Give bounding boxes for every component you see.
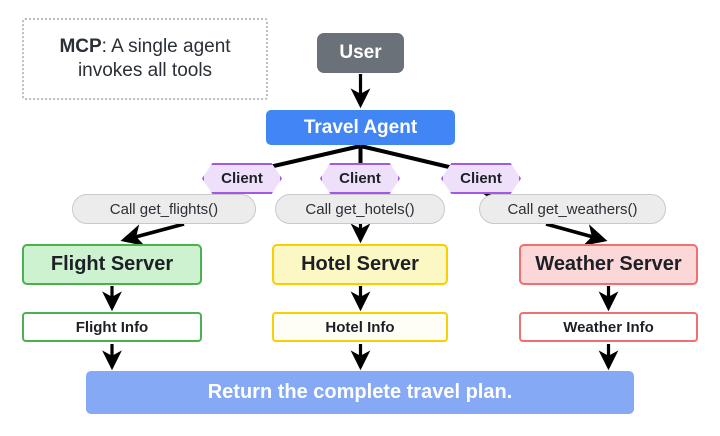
legend-box: MCP: A single agent invokes all tools — [22, 18, 268, 100]
node-client-flights[interactable]: Client — [202, 163, 282, 194]
legend-line-1-rest: : A single agent — [101, 36, 231, 58]
legend-line-2: invokes all tools — [77, 60, 213, 81]
node-travel-agent[interactable]: Travel Agent — [266, 110, 455, 145]
edge-call-3-to-weather-server — [545, 222, 608, 246]
node-user[interactable]: User — [317, 33, 404, 73]
node-client-weathers[interactable]: Client — [441, 163, 521, 194]
edge-call-1-to-flight-server — [120, 222, 185, 246]
node-weather-info[interactable]: Weather Info — [519, 312, 698, 342]
node-hotel-info[interactable]: Hotel Info — [272, 312, 448, 342]
legend-line-1: MCP: A single agent — [59, 35, 230, 59]
node-hotel-server[interactable]: Hotel Server — [272, 244, 448, 285]
node-result-travel-plan[interactable]: Return the complete travel plan. — [86, 371, 634, 414]
node-call-get-flights[interactable]: Call get_flights() — [72, 194, 256, 224]
node-flight-info[interactable]: Flight Info — [22, 312, 202, 342]
node-call-get-weathers[interactable]: Call get_weathers() — [479, 194, 666, 224]
node-client-hotels[interactable]: Client — [320, 163, 400, 194]
node-call-get-hotels[interactable]: Call get_hotels() — [275, 194, 445, 224]
node-flight-server[interactable]: Flight Server — [22, 244, 202, 285]
node-weather-server[interactable]: Weather Server — [519, 244, 698, 285]
legend-title: MCP — [59, 36, 102, 58]
